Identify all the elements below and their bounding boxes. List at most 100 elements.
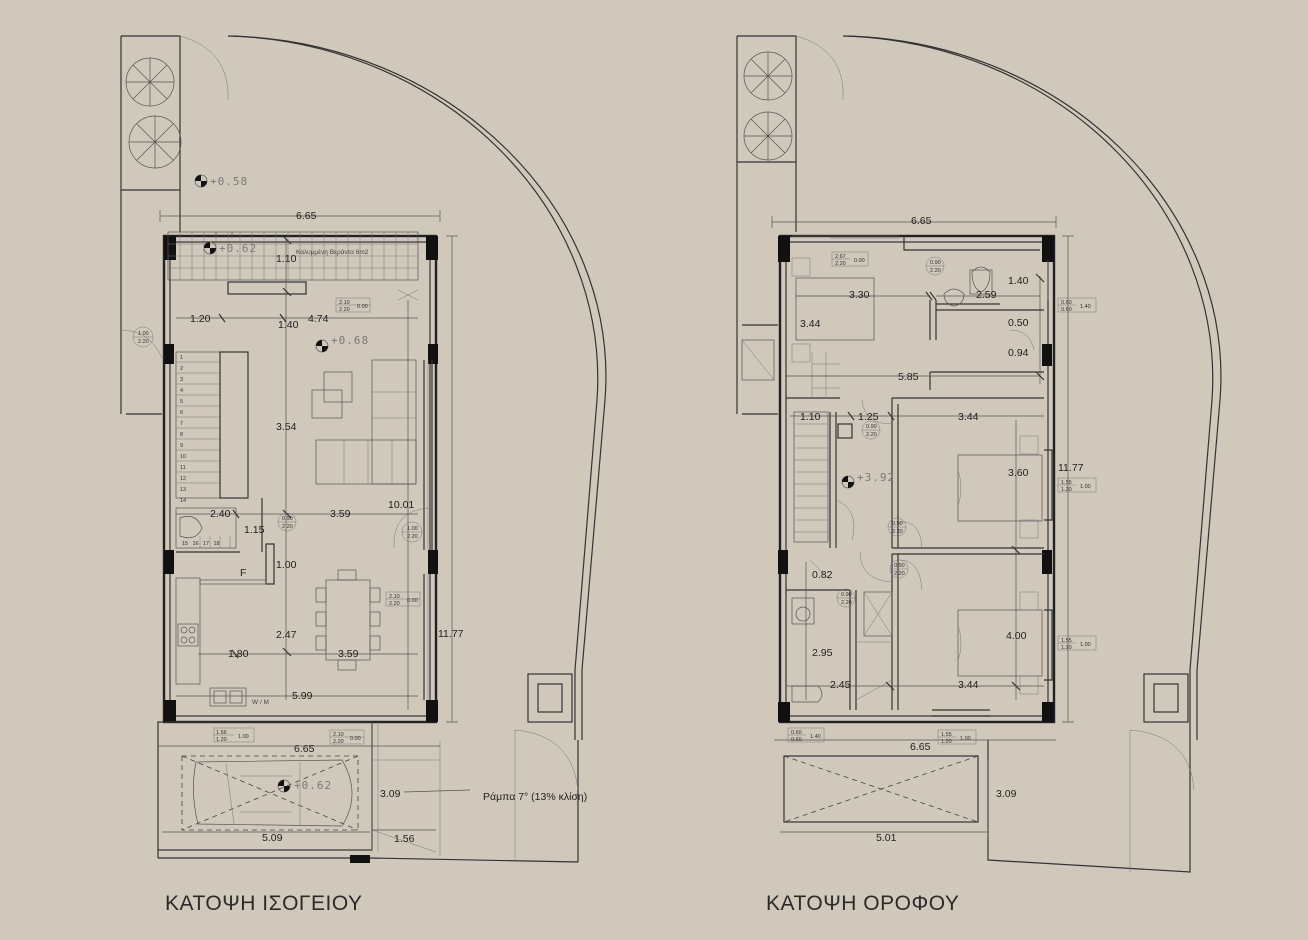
dim-label: 3.60: [1008, 467, 1029, 479]
stair-step-number: 10: [180, 454, 186, 460]
dim-label: 2.59: [976, 289, 997, 301]
svg-text:2.20: 2.20: [930, 268, 941, 274]
opening-tag: 0.90 2.20: [925, 256, 945, 276]
veranda-tiles: [168, 232, 418, 280]
dim-label: 5.01: [876, 832, 897, 844]
ground-staircase: [175, 351, 249, 548]
svg-text:2.20: 2.20: [282, 524, 293, 530]
svg-text:2.20: 2.20: [835, 261, 846, 267]
opening-tag: 0.90 2.20: [277, 512, 297, 532]
tree-symbol: [743, 51, 793, 161]
svg-text:2.20: 2.20: [866, 432, 877, 438]
opening-tag: 0.90 2.20: [887, 517, 907, 537]
svg-text:1.20: 1.20: [941, 739, 952, 745]
svg-text:1.55: 1.55: [941, 732, 952, 738]
svg-text:0.90: 0.90: [892, 521, 903, 527]
dim-label: 4.74: [308, 313, 329, 325]
opening-tag: 0.90 2.20: [861, 420, 881, 440]
opening-tag: 2.10 2.20 0.00: [385, 591, 421, 607]
dim-label: 4.00: [1006, 630, 1027, 642]
dim-label: 3.54: [276, 421, 297, 433]
dim-label: 10.01: [388, 499, 414, 511]
svg-text:1.00: 1.00: [407, 526, 418, 532]
stair-step-number: 8: [180, 432, 183, 438]
svg-text:1.00: 1.00: [138, 331, 149, 337]
upper-staircase: [793, 352, 855, 581]
dim-label: 6.65: [294, 743, 315, 755]
svg-text:0.60: 0.60: [1061, 307, 1072, 313]
svg-text:2.20: 2.20: [389, 601, 400, 607]
level-marker: [194, 174, 329, 793]
opening-tag: 2.10 2.20 0.00: [335, 297, 371, 313]
ground-floor-title: ΚΑΤΟΨΗ ΙΣΟΓΕΙΟΥ: [165, 892, 363, 915]
svg-text:2.20: 2.20: [841, 600, 852, 606]
stair-step-number: 16: [193, 541, 199, 547]
upper-floor-title: ΚΑΤΟΨΗ ΟΡΟΦΟΥ: [766, 892, 960, 915]
stair-step-number: 13: [180, 487, 186, 493]
level-parking: +0.62: [294, 779, 332, 792]
opening-tag: 0.90 2.20: [836, 588, 856, 608]
svg-text:0.90: 0.90: [841, 592, 852, 598]
opening-tag: 0.60 0.60 1.40: [787, 727, 825, 743]
tree-symbol: [125, 57, 182, 169]
svg-text:2.67: 2.67: [835, 254, 846, 260]
dim-label: 1.80: [228, 648, 249, 660]
kitchen-counter: [175, 577, 267, 707]
stair-step-number: 3: [180, 377, 183, 383]
upper-building-outline: [778, 234, 1056, 724]
stair-step-number: 15: [182, 541, 188, 547]
bathroom-fixtures: [791, 266, 993, 703]
opening-tag: 1.56 1.20 1.00: [213, 727, 255, 743]
level-living: +0.68: [331, 334, 369, 347]
dim-label: 11.77: [1058, 462, 1084, 474]
dim-label: 3.44: [800, 318, 821, 330]
dim-width: 6.65: [296, 210, 317, 222]
svg-text:1.20: 1.20: [1061, 487, 1072, 493]
dim-label: 1.20: [190, 313, 211, 325]
svg-text:0.00: 0.00: [407, 598, 418, 604]
svg-text:2.20: 2.20: [339, 307, 350, 313]
opening-tag: 1.00 2.20: [401, 521, 423, 543]
svg-text:1.40: 1.40: [1080, 304, 1091, 310]
svg-text:1.55: 1.55: [1061, 480, 1072, 486]
stair-step-number: 17: [203, 541, 209, 547]
car-symbol: [193, 759, 353, 827]
dining-table: [315, 569, 381, 671]
opening-tag: 0.60 0.60 1.40: [1057, 297, 1097, 313]
dim-label: 5.09: [262, 832, 283, 844]
svg-text:1.00: 1.00: [1080, 484, 1091, 490]
upper-floor-plan: +3.92 6.65 3.30 2.59 1.40 3.44 0.50 0.94…: [736, 35, 1222, 873]
svg-text:1.56: 1.56: [216, 730, 227, 736]
veranda-label: Καλυμμένη Βεράντα 6m2: [296, 248, 369, 256]
dim-label: 2.40: [210, 508, 231, 520]
svg-text:2.20: 2.20: [138, 339, 149, 345]
svg-text:0.90: 0.90: [866, 424, 877, 430]
svg-text:0.90: 0.90: [894, 563, 905, 569]
stair-step-number: 14: [180, 498, 186, 504]
dim-label: 0.82: [812, 569, 833, 581]
svg-text:2.10: 2.10: [389, 594, 400, 600]
level-yard: +0.58: [210, 175, 248, 188]
dim-label: 2.47: [276, 629, 297, 641]
opening-tag: 2.67 2.20 0.00: [831, 251, 869, 267]
stair-step-number: 1: [180, 355, 183, 361]
opening-tag: 2.10 2.20 0.00: [329, 729, 365, 745]
sofa-set: [311, 359, 417, 485]
upper-dimension-lines: [771, 216, 1074, 840]
upper-interior-walls: [786, 236, 1044, 710]
level-upper: +3.92: [857, 471, 895, 484]
stair-step-number: 4: [180, 388, 183, 394]
dim-label: 3.59: [338, 648, 359, 660]
svg-text:2.20: 2.20: [407, 534, 418, 540]
svg-text:0.60: 0.60: [791, 737, 802, 743]
dim-label: 1.40: [278, 319, 299, 331]
svg-text:2.20: 2.20: [333, 739, 344, 745]
stair-step-number: 11: [180, 465, 186, 471]
stair-step-number: 12: [180, 476, 186, 482]
dim-label: 3.59: [330, 508, 351, 520]
svg-text:1.00: 1.00: [1080, 642, 1091, 648]
opening-tag: 0.90 2.20: [889, 559, 909, 579]
ramp-label: Ράμπα 7° (13% κλίση): [483, 791, 587, 803]
upper-plot-boundary: [736, 35, 797, 415]
